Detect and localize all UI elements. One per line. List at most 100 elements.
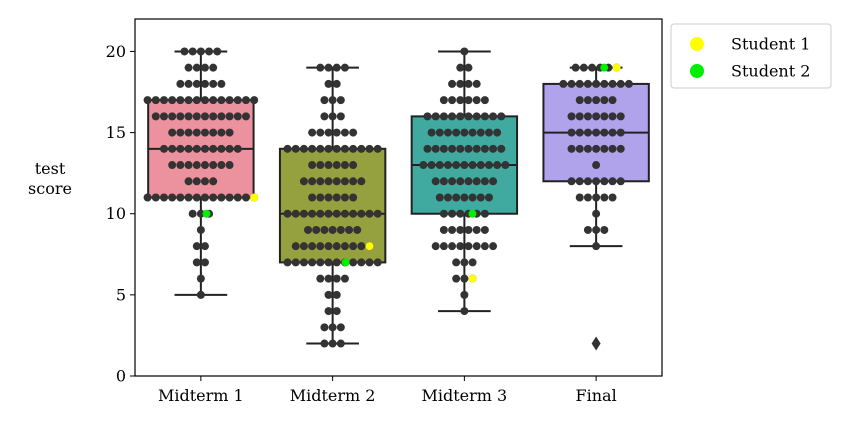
swarm-point-midterm-1 [159,193,168,202]
swarm-point-midterm-2 [332,242,341,251]
swarm-point-midterm-2 [324,193,333,202]
swarm-point-midterm-3 [484,161,493,170]
swarm-point-midterm-3 [480,225,489,234]
swarm-point-midterm-2 [357,242,366,251]
swarm-point-midterm-1 [188,209,197,218]
swarm-point-final [600,112,609,121]
swarm-point-midterm-2 [283,209,292,218]
swarm-point-midterm-1 [209,63,218,72]
swarm-point-midterm-1 [209,161,218,170]
swarm-point-midterm-3 [476,193,485,202]
swarm-point-final [592,225,601,234]
swarm-point-final [592,96,601,105]
swarm-point-midterm-3 [448,225,457,234]
swarm-point-final [583,128,592,137]
swarm-point-midterm-3 [468,193,477,202]
swarm-point-midterm-3 [443,128,452,137]
swarm-point-midterm-2 [299,209,308,218]
swarm-point-midterm-2 [308,193,317,202]
swarm-point-midterm-3 [423,144,432,153]
swarm-point-midterm-1 [192,128,201,137]
swarm-point-final [608,96,617,105]
swarm-point-final [567,177,576,186]
swarm-point-midterm-2 [316,193,325,202]
swarm-point-midterm-3 [452,193,461,202]
swarm-point-midterm-2 [316,128,325,137]
swarm-point-midterm-3 [484,128,493,137]
swarm-point-midterm-2 [332,177,341,186]
swarm-point-midterm-2 [357,258,366,267]
swarm-point-midterm-3 [464,112,473,121]
swarm-point-midterm-1 [200,193,209,202]
swarm-point-midterm-1 [159,144,168,153]
swarm-point-midterm-1 [217,144,226,153]
y-axis-label-line-2: score [28,179,72,198]
swarm-point-midterm-2 [316,209,325,218]
swarm-point-final [559,79,568,88]
swarm-point-final [616,79,625,88]
swarm-point-midterm-2 [373,258,382,267]
swarm-point-midterm-2 [332,209,341,218]
y-tick-label: 15 [106,123,126,142]
swarm-point-midterm-2 [320,339,329,348]
swarm-point-midterm-3 [472,242,481,251]
swarm-point-midterm-2 [299,144,308,153]
swarm-point-midterm-2 [336,339,345,348]
swarm-point-midterm-2 [324,307,333,316]
swarm-point-midterm-3 [493,128,502,137]
swarm-point-midterm-3 [460,128,469,137]
swarm-point-final [579,63,588,72]
swarm-point-midterm-2 [349,209,358,218]
swarm-point-midterm-1 [217,193,226,202]
swarm-point-midterm-2 [299,258,308,267]
swarm-point-midterm-3 [497,144,506,153]
swarm-point-midterm-1 [196,290,205,299]
legend-marker-student-2 [690,64,704,78]
swarm-point-final [575,96,584,105]
swarm-point-midterm-3 [472,225,481,234]
swarm-point-midterm-2 [328,112,337,121]
swarm-point-midterm-1 [176,79,185,88]
swarm-point-final [608,79,617,88]
swarm-point-final [583,225,592,234]
swarm-point-midterm-2 [328,225,337,234]
swarm-point-midterm-2 [320,323,329,332]
swarm-point-midterm-2 [349,193,358,202]
swarm-point-midterm-1 [225,112,234,121]
swarm-point-midterm-2 [308,161,317,170]
swarm-point-midterm-1 [184,161,193,170]
swarm-point-midterm-2 [316,177,325,186]
swarm-point-midterm-3 [472,96,481,105]
swarm-point-final [608,177,617,186]
plot-area [134,18,663,377]
swarm-point-midterm-1 [213,47,222,56]
swarm-point-midterm-2 [340,177,349,186]
swarm-point-midterm-3 [439,242,448,251]
swarm-point-midterm-1 [192,144,201,153]
swarm-point-midterm-3 [431,242,440,251]
swarm-point-final [575,79,584,88]
y-axis-label-line-1: test [35,159,66,178]
swarm-point-midterm-3 [464,242,473,251]
swarm-point-midterm-2 [340,274,349,283]
swarm-point-midterm-3 [464,177,473,186]
swarm-point-final [592,144,601,153]
swarm-point-midterm-2 [324,258,333,267]
swarm-point-midterm-2 [345,225,354,234]
swarm-point-final [575,144,584,153]
swarm-point-midterm-1 [192,79,201,88]
swarm-point-final [600,79,609,88]
swarm-point-midterm-3 [452,161,461,170]
swarm-point-midterm-3 [480,96,489,105]
swarm-point-midterm-2 [340,242,349,251]
swarm-point-midterm-3 [435,128,444,137]
swarm-point-midterm-1 [184,79,193,88]
swarm-point-midterm-1 [184,112,193,121]
swarm-point-midterm-3 [448,144,457,153]
swarm-point-midterm-1 [209,128,218,137]
swarm-point-midterm-2 [336,225,345,234]
swarm-point-midterm-1 [192,161,201,170]
swarm-point-midterm-3 [497,112,506,121]
swarm-point-midterm-1 [196,225,205,234]
